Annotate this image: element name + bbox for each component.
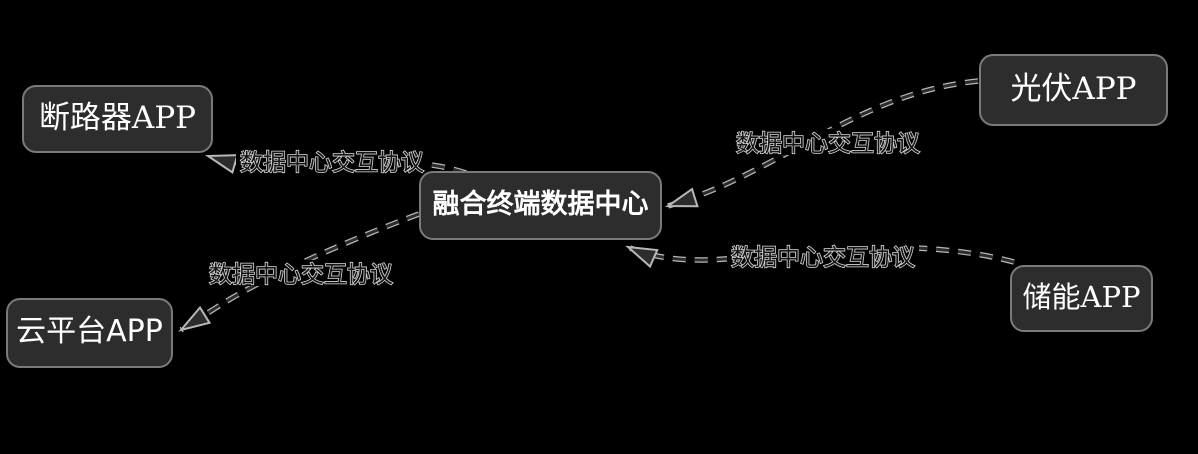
edge-pv-to-datacenter (668, 78, 979, 209)
node-label: 光伏APP (1010, 70, 1137, 107)
node-energy-storage-app: 储能APP (1010, 265, 1153, 332)
node-label: 储能APP (1022, 280, 1141, 314)
label-backing (236, 148, 428, 174)
edge-label-datacenter-to-cloud: 数据中心交互协议 (205, 260, 397, 289)
label-backing (732, 129, 924, 155)
edge-label-pv-to-datacenter: 数据中心交互协议 (732, 129, 924, 158)
label-backing (205, 260, 397, 286)
edge-dash (668, 79, 979, 208)
edge-label: 数据中心交互协议 (240, 150, 424, 176)
node-label: 断路器APP (38, 99, 197, 136)
edge-label-storage-to-datacenter: 数据中心交互协议 (727, 243, 919, 272)
node-label: 云平台APP (16, 314, 163, 349)
edge-label-datacenter-to-breaker: 数据中心交互协议 (236, 148, 428, 177)
node-fusion-terminal-datacenter: 融合终端数据中心 (419, 171, 662, 240)
label-backing (727, 243, 919, 269)
edge-label: 数据中心交互协议 (209, 262, 393, 288)
node-label: 融合终端数据中心 (432, 189, 649, 220)
node-breaker-app: 断路器APP (22, 85, 213, 153)
edge-label: 数据中心交互协议 (736, 131, 920, 157)
edge-label: 数据中心交互协议 (731, 245, 915, 271)
node-pv-app: 光伏APP (979, 54, 1168, 126)
node-cloud-platform-app: 云平台APP (6, 298, 173, 368)
